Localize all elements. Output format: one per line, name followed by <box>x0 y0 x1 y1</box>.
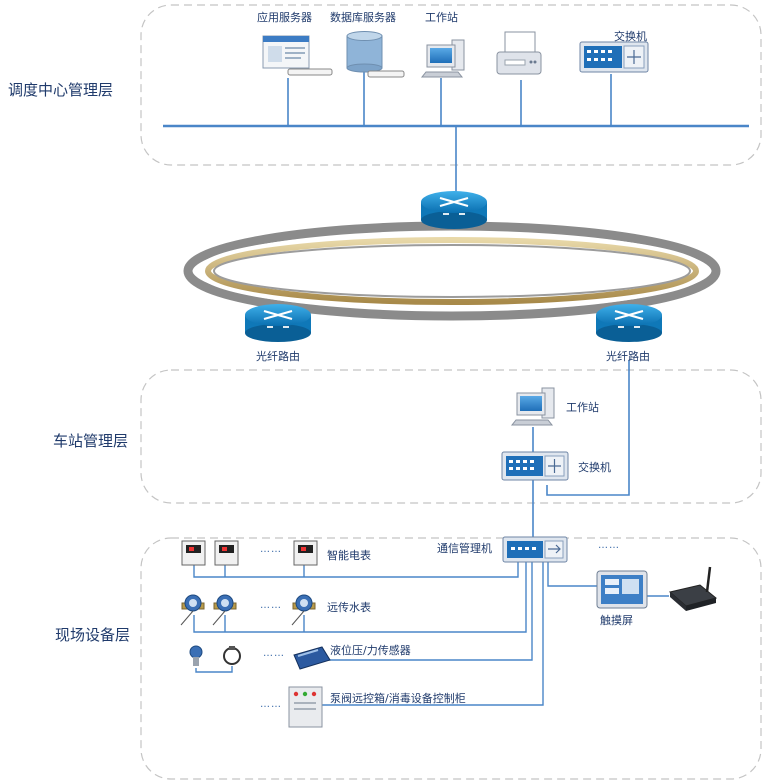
station-layer-frame <box>140 369 762 504</box>
control-cabinet-label: 泵阀远控箱/消毒设备控制柜 <box>330 692 466 705</box>
dispatch-layer-frame <box>140 4 762 166</box>
water-meter-icon <box>180 594 316 626</box>
dispatch-switch-icon <box>579 41 649 73</box>
right-router-icon <box>596 304 662 342</box>
field-layer-frame <box>140 537 762 780</box>
sensor-ellipsis: …… <box>263 648 285 659</box>
water-meter-ellipsis: …… <box>260 600 282 611</box>
station-workstation-icon <box>510 387 555 426</box>
wireless-dtu-icon <box>668 566 718 611</box>
app-server-icon <box>262 35 333 76</box>
db-server-label: 数据库服务器 <box>330 11 396 24</box>
comm-manager-label: 通信管理机 <box>437 542 492 555</box>
database-server-icon <box>346 31 405 78</box>
water-meter-label: 远传水表 <box>327 601 371 614</box>
left-router-label: 光纤路由 <box>256 350 300 363</box>
comm-manager-icon <box>502 536 568 563</box>
field-layer-label: 现场设备层 <box>55 626 131 644</box>
station-workstation-label: 工作站 <box>566 401 599 414</box>
right-router-label: 光纤路由 <box>606 350 650 363</box>
pressure-sensor-label: 液位压/力传感器 <box>330 644 411 657</box>
smart-meter-label: 智能电表 <box>327 549 371 562</box>
dispatch-switch-label: 交换机 <box>614 30 647 43</box>
fiber-ring <box>183 221 721 321</box>
dispatch-workstation-label: 工作站 <box>425 11 458 24</box>
dispatch-workstation-icon <box>420 39 465 78</box>
dispatch-layer-label: 调度中心管理层 <box>8 81 114 99</box>
station-switch-icon <box>501 451 569 481</box>
printer-icon <box>496 31 542 75</box>
app-server-label: 应用服务器 <box>257 11 312 24</box>
cabinet-ellipsis: …… <box>260 699 282 710</box>
pressure-sensor-icon <box>189 645 331 670</box>
smart-meter-icon <box>181 540 318 566</box>
control-cabinet-icon <box>288 686 323 728</box>
touch-screen-label: 触摸屏 <box>600 614 633 627</box>
station-layer-label: 车站管理层 <box>53 432 129 450</box>
station-switch-label: 交换机 <box>578 461 611 474</box>
comm-manager-ellipsis: …… <box>598 540 620 551</box>
smart-meter-ellipsis: …… <box>260 544 282 555</box>
left-router-icon <box>245 304 311 342</box>
top-router-icon <box>421 191 487 229</box>
touch-screen-icon <box>596 570 648 609</box>
